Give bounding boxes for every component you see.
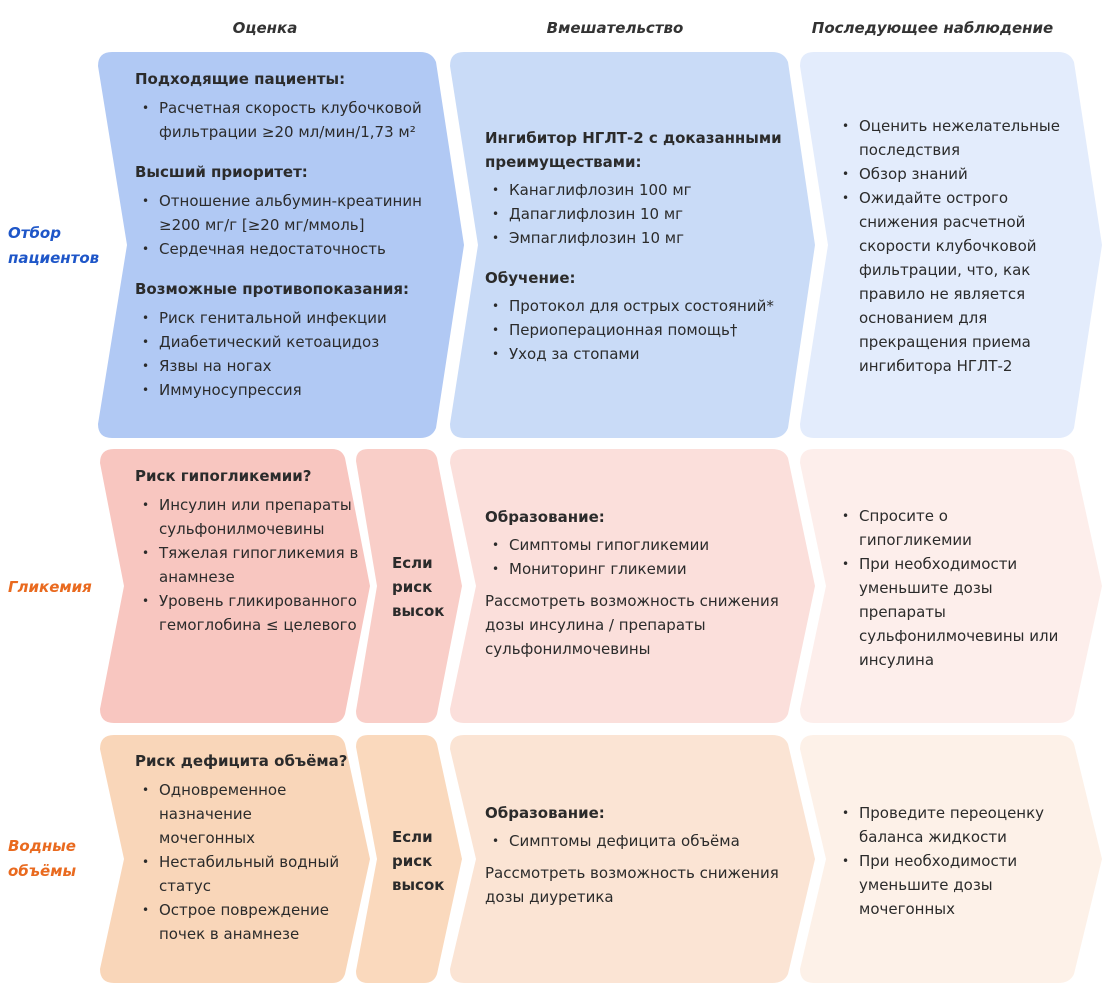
volume-intervention-panel: Образование: Симптомы дефицита объёма Ра… — [485, 801, 795, 909]
chevron-volume-intervention — [450, 735, 815, 983]
list-item: Одновременное назначение мочегонных — [135, 778, 350, 850]
bullet-list: Симптомы гипогликемии Мониторинг гликеми… — [485, 533, 795, 581]
list-item: Дапаглифлозин 10 мг — [485, 202, 795, 226]
section-heading: Возможные противопоказания: — [135, 280, 409, 298]
bullet-list: Инсулин или препараты сульфонилмочевины … — [135, 493, 363, 637]
chevron-glycemia-condition — [356, 449, 462, 723]
list-item: Проведите переоценку баланса жидкости — [835, 801, 1065, 849]
bullet-list: Спросите о гипогликемии При необходимост… — [835, 504, 1065, 672]
bullet-list: Одновременное назначение мочегонных Нест… — [135, 778, 350, 946]
list-item: Отношение альбумин-креатинин ≥200 мг/г [… — [135, 189, 435, 237]
list-item: Язвы на ногах — [135, 354, 435, 378]
list-item: Расчетная скорость клубочковой фильтраци… — [135, 96, 435, 144]
list-item: Эмпаглифлозин 10 мг — [485, 226, 795, 250]
list-item: Обзор знаний — [835, 162, 1085, 186]
list-item: Риск генитальной инфекции — [135, 306, 435, 330]
bullet-list: Протокол для острых состояний* Периопера… — [485, 294, 795, 366]
volume-followup-panel: Проведите переоценку баланса жидкости Пр… — [835, 801, 1065, 921]
column-title-followup: Последующее наблюдение — [811, 19, 1054, 37]
list-item: Ожидайте острого снижения расчетной скор… — [835, 186, 1085, 378]
section-heading: Подходящие пациенты: — [135, 70, 346, 88]
section-heading: Риск гипогликемии? — [135, 467, 312, 485]
section-heading: Образование: — [485, 508, 605, 526]
bullet-list: Расчетная скорость клубочковой фильтраци… — [135, 96, 435, 144]
selection-followup-panel: Оценить нежелательные последствия Обзор … — [835, 114, 1085, 378]
list-item: Уход за стопами — [485, 342, 795, 366]
bullet-list: Риск генитальной инфекции Диабетический … — [135, 306, 435, 402]
row-label-glycemia: Гликемия — [8, 578, 92, 596]
row-label-volume: Водные объёмы — [8, 837, 77, 880]
volume-condition-label: Если риск высок — [392, 828, 445, 894]
chevron-glycemia-intervention — [450, 449, 815, 723]
bullet-list: Проведите переоценку баланса жидкости Пр… — [835, 801, 1065, 921]
list-item: Оценить нежелательные последствия — [835, 114, 1085, 162]
list-item: Диабетический кетоацидоз — [135, 330, 435, 354]
glycemia-assessment-panel: Риск гипогликемии? Инсулин или препараты… — [135, 464, 363, 637]
section-heading: Обучение: — [485, 269, 576, 287]
bullet-list: Отношение альбумин-креатинин ≥200 мг/г [… — [135, 189, 435, 261]
volume-assessment-panel: Риск дефицита объёма? Одновременное назн… — [135, 749, 350, 946]
selection-intervention-panel: Ингибитор НГЛТ-2 с доказанными преимущес… — [485, 126, 795, 366]
row-label-selection: Отбор пациентов — [8, 224, 100, 267]
bullet-list: Канаглифлозин 100 мг Дапаглифлозин 10 мг… — [485, 178, 795, 250]
section-heading: Образование: — [485, 804, 605, 822]
list-item: Канаглифлозин 100 мг — [485, 178, 795, 202]
list-item: Периоперационная помощь† — [485, 318, 795, 342]
list-item: Мониторинг гликемии — [485, 557, 795, 581]
list-item: Протокол для острых состояний* — [485, 294, 795, 318]
list-item: Тяжелая гипогликемия в анамнезе — [135, 541, 363, 589]
bullet-list: Оценить нежелательные последствия Обзор … — [835, 114, 1085, 378]
selection-assessment-panel: Подходящие пациенты: Расчетная скорость … — [135, 67, 435, 402]
list-item: Сердечная недостаточность — [135, 237, 435, 261]
glycemia-condition-label: Если риск высок — [392, 554, 445, 620]
glycemia-followup-panel: Спросите о гипогликемии При необходимост… — [835, 504, 1065, 672]
list-item: Нестабильный водный статус — [135, 850, 350, 898]
list-item: Инсулин или препараты сульфонилмочевины — [135, 493, 363, 541]
intervention-note: Рассмотреть возможность снижения дозы ди… — [485, 864, 779, 906]
bullet-list: Симптомы дефицита объёма — [485, 829, 795, 853]
list-item: При необходимости уменьшите дозы препара… — [835, 552, 1065, 672]
list-item: Острое повреждение почек в анамнезе — [135, 898, 350, 946]
list-item: При необходимости уменьшите дозы мочегон… — [835, 849, 1065, 921]
column-title-assessment: Оценка — [232, 19, 298, 37]
list-item: Симптомы гипогликемии — [485, 533, 795, 557]
glycemia-intervention-panel: Образование: Симптомы гипогликемии Монит… — [485, 505, 795, 661]
section-heading: Ингибитор НГЛТ-2 с доказанными преимущес… — [485, 129, 782, 171]
list-item: Уровень гликированного гемоглобина ≤ цел… — [135, 589, 363, 637]
chevron-volume-condition — [356, 735, 462, 983]
column-title-intervention: Вмешательство — [546, 19, 684, 37]
section-heading: Высший приоритет: — [135, 163, 308, 181]
list-item: Симптомы дефицита объёма — [485, 829, 795, 853]
list-item: Иммуносупрессия — [135, 378, 435, 402]
section-heading: Риск дефицита объёма? — [135, 752, 348, 770]
list-item: Спросите о гипогликемии — [835, 504, 1065, 552]
intervention-note: Рассмотреть возможность снижения дозы ин… — [485, 592, 779, 658]
